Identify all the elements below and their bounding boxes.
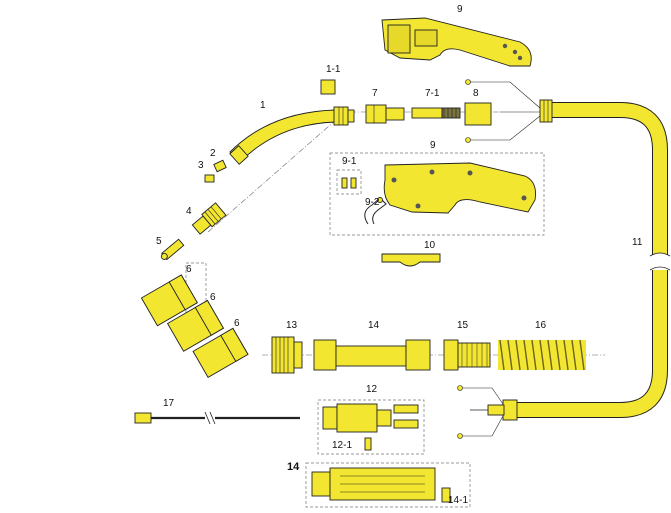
spring-icon	[498, 339, 586, 371]
part-15	[443, 339, 491, 371]
label-7-1: 7-1	[425, 88, 440, 99]
cable-assembly	[457, 79, 671, 439]
part-6-nozzle-b	[166, 299, 225, 352]
label-12: 12	[366, 384, 378, 395]
label-14-1: 14-1	[448, 495, 468, 506]
label-1-1: 1-1	[326, 64, 341, 75]
part-7-1	[411, 107, 461, 119]
group-box-14	[305, 462, 471, 508]
label-5: 5	[156, 236, 162, 247]
group-box-9	[329, 152, 545, 236]
label-14-box: 14	[287, 461, 300, 473]
part-14	[313, 339, 431, 371]
part-7	[365, 104, 405, 124]
trigger-icon	[364, 197, 387, 225]
label-4: 4	[186, 206, 192, 217]
part-5	[160, 238, 185, 261]
label-11: 11	[632, 237, 643, 248]
part-17-liner	[134, 411, 300, 425]
label-12-1: 12-1	[332, 440, 352, 451]
part-10	[381, 253, 441, 267]
label-14: 14	[368, 320, 380, 331]
label-6a: 6	[186, 264, 192, 275]
part-9-handle-box	[383, 162, 536, 214]
part-14-1	[441, 487, 451, 503]
label-6c: 6	[234, 318, 240, 329]
label-9-1: 9-1	[342, 156, 357, 167]
part-14-handle-body	[311, 467, 436, 501]
part-4	[191, 202, 227, 235]
part-9-handle-half	[381, 17, 532, 67]
label-2: 2	[210, 148, 216, 159]
part-8	[464, 102, 492, 126]
label-17: 17	[163, 398, 175, 409]
part-1-1	[320, 79, 336, 95]
part-2	[213, 159, 227, 173]
neck-axis	[207, 111, 500, 233]
part-3	[204, 174, 215, 183]
part-6-nozzle-a	[140, 274, 198, 327]
label-9-box: 9	[430, 140, 436, 151]
label-3: 3	[198, 160, 204, 171]
part-13	[271, 336, 303, 374]
label-13: 13	[286, 320, 298, 331]
group-box-12	[317, 399, 425, 455]
label-9-top: 9	[457, 4, 463, 15]
part-neck	[229, 106, 355, 165]
label-9-2: 9-2	[365, 197, 380, 208]
label-6b: 6	[210, 292, 216, 303]
label-10: 10	[424, 240, 436, 251]
label-1: 1	[260, 100, 266, 111]
label-8: 8	[473, 88, 479, 99]
screw-icon	[341, 177, 357, 189]
label-16: 16	[535, 320, 547, 331]
part-12	[322, 403, 419, 451]
label-7: 7	[372, 88, 378, 99]
part-6-nozzle-c	[192, 327, 249, 378]
label-15: 15	[457, 320, 469, 331]
